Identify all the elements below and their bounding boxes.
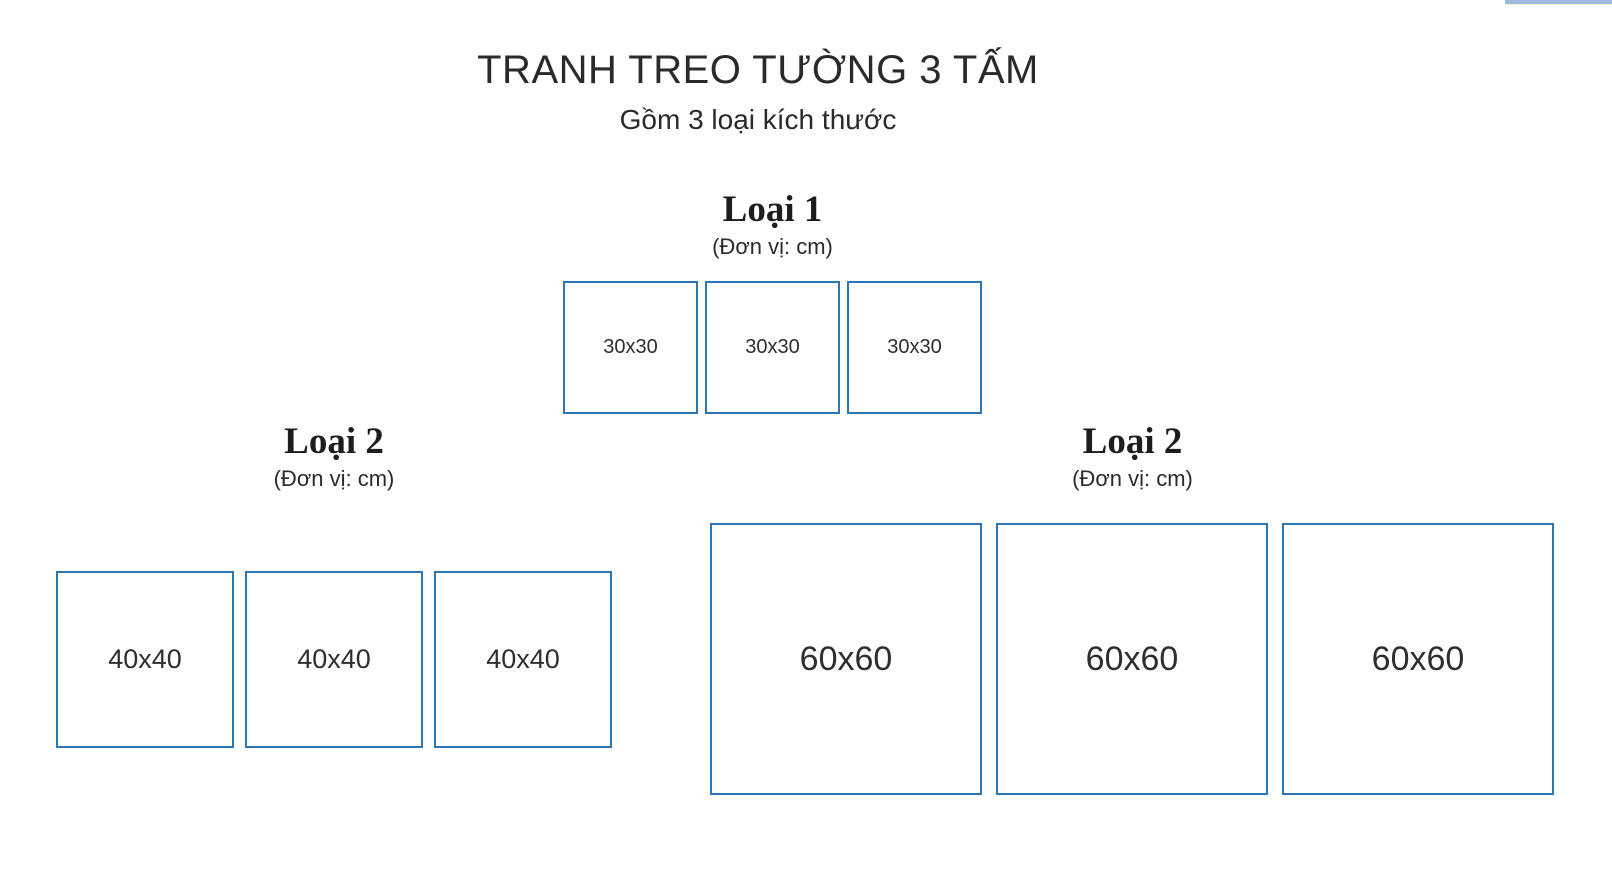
panel-30x30: 30x30 <box>847 281 982 414</box>
group-2-panel-row: 40x40 40x40 40x40 <box>56 571 612 748</box>
panel-60x60: 60x60 <box>996 523 1268 795</box>
page-title: TRANH TREO TƯỜNG 3 TẤM <box>477 48 1039 92</box>
group-1-header: Loại 1 (Đơn vị: cm) <box>563 189 982 260</box>
group-1-label: Loại 1 <box>722 189 823 230</box>
panel-size-label: 60x60 <box>799 639 893 678</box>
panel-40x40: 40x40 <box>434 571 612 748</box>
page-subtitle: Gồm 3 loại kích thước <box>619 104 897 135</box>
group-3-panel-row: 60x60 60x60 60x60 <box>710 523 1554 795</box>
panel-60x60: 60x60 <box>710 523 982 795</box>
group-1-unit-note: (Đơn vị: cm) <box>712 233 833 259</box>
group-2-unit-note: (Đơn vị: cm) <box>273 465 395 491</box>
panel-size-label: 30x30 <box>745 336 800 358</box>
panel-40x40: 40x40 <box>56 571 234 748</box>
panel-size-label: 40x40 <box>108 644 182 674</box>
panel-size-label: 60x60 <box>1085 639 1179 678</box>
panel-size-label: 40x40 <box>297 644 371 674</box>
panel-60x60: 60x60 <box>1282 523 1554 795</box>
group-2-label: Loại 2 <box>284 421 384 462</box>
panel-size-label: 30x30 <box>603 336 658 358</box>
group-3-header: Loại 2 (Đơn vị: cm) <box>710 421 1555 492</box>
group-1-panel-row: 30x30 30x30 30x30 <box>563 281 982 414</box>
panel-30x30: 30x30 <box>705 281 840 414</box>
corner-strip-decoration <box>1505 0 1612 5</box>
panel-size-label: 30x30 <box>887 336 942 358</box>
group-3-label: Loại 2 <box>1082 421 1183 462</box>
group-3-unit-note: (Đơn vị: cm) <box>1072 465 1193 491</box>
panel-size-label: 40x40 <box>486 644 560 674</box>
group-2-header: Loại 2 (Đơn vị: cm) <box>56 421 612 492</box>
panel-30x30: 30x30 <box>563 281 698 414</box>
panel-40x40: 40x40 <box>245 571 423 748</box>
panel-size-label: 60x60 <box>1371 639 1465 678</box>
